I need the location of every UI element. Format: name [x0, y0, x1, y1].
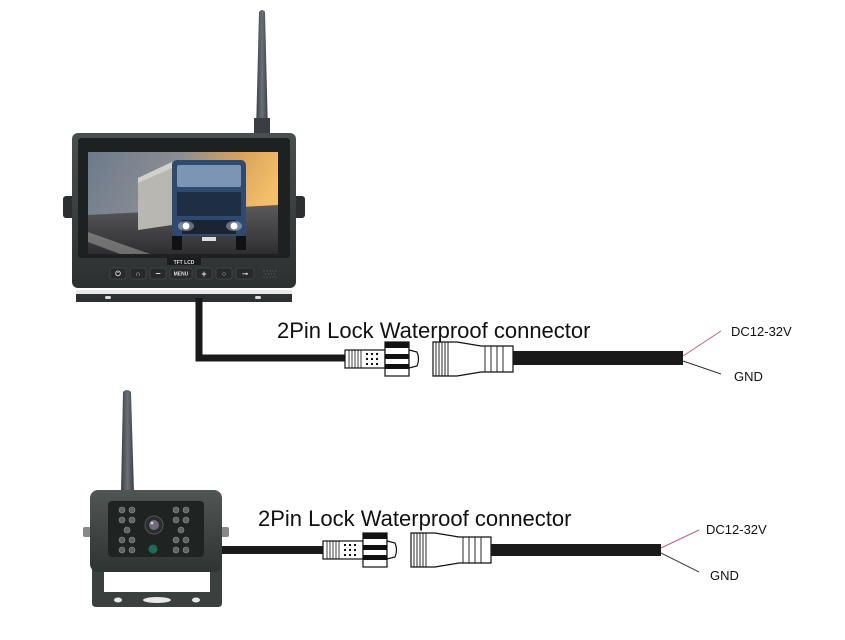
monitor-power-cable — [513, 351, 683, 365]
monitor-bracket-highlight — [76, 290, 292, 294]
power-icon: ⏻ — [115, 270, 121, 278]
minus-icon: − — [155, 269, 160, 279]
camera-bolt-left — [83, 527, 91, 537]
key-button[interactable]: ⊸ — [235, 267, 255, 280]
pair-icon: ○ — [222, 271, 226, 278]
power-button[interactable]: ⏻ — [109, 267, 127, 280]
monitor-ground-wire — [682, 360, 722, 375]
pair-button[interactable]: ○ — [215, 267, 233, 280]
camera-positive-label: DC12-32V — [706, 522, 767, 537]
camera-female-connector — [410, 532, 492, 568]
monitor-positive-label: DC12-32V — [731, 324, 792, 339]
camera-positive-wire — [660, 529, 700, 549]
key-icon: ⊸ — [242, 271, 248, 278]
camera-connector-label: 2Pin Lock Waterproof connector — [258, 506, 571, 531]
mirror-button[interactable]: ∩ — [129, 267, 147, 280]
camera-bracket — [92, 560, 222, 607]
camera-ground-wire — [660, 552, 700, 573]
monitor-screen — [88, 152, 278, 254]
monitor-female-connector — [432, 341, 514, 377]
monitor-connector-label: 2Pin Lock Waterproof connector — [277, 318, 590, 343]
camera-light-sensor — [148, 544, 158, 554]
camera-bolt-right — [221, 527, 229, 537]
mirror-icon: ∩ — [135, 271, 140, 278]
brand-label: TFT LCD — [174, 260, 195, 266]
monitor-bracket — [76, 294, 292, 302]
monitor-cable — [195, 298, 348, 362]
monitor-ground-label: GND — [734, 369, 763, 384]
menu-label: MENU — [174, 272, 189, 278]
camera-antenna — [121, 390, 134, 492]
camera-power-cable — [491, 544, 661, 556]
plus-icon: + — [201, 269, 206, 279]
camera-cable — [222, 546, 324, 554]
camera-male-connector — [322, 532, 398, 568]
menu-button[interactable]: MENU — [169, 267, 193, 280]
brand-plate — [167, 258, 201, 265]
antenna-base — [254, 118, 270, 134]
monitor-male-connector — [344, 341, 420, 377]
camera-ground-label: GND — [710, 568, 739, 583]
monitor-buttons: ⏻ ∩ − MENU + ○ — [109, 267, 277, 280]
monitor-antenna — [256, 10, 268, 132]
monitor: TFT LCD ⏻ ∩ − MENU + — [63, 10, 305, 302]
minus-button[interactable]: − — [149, 267, 167, 280]
monitor-positive-wire — [682, 330, 722, 357]
ir-leds — [118, 506, 190, 554]
speaker-grille — [263, 270, 277, 278]
camera — [83, 390, 229, 607]
plus-button[interactable]: + — [195, 267, 213, 280]
